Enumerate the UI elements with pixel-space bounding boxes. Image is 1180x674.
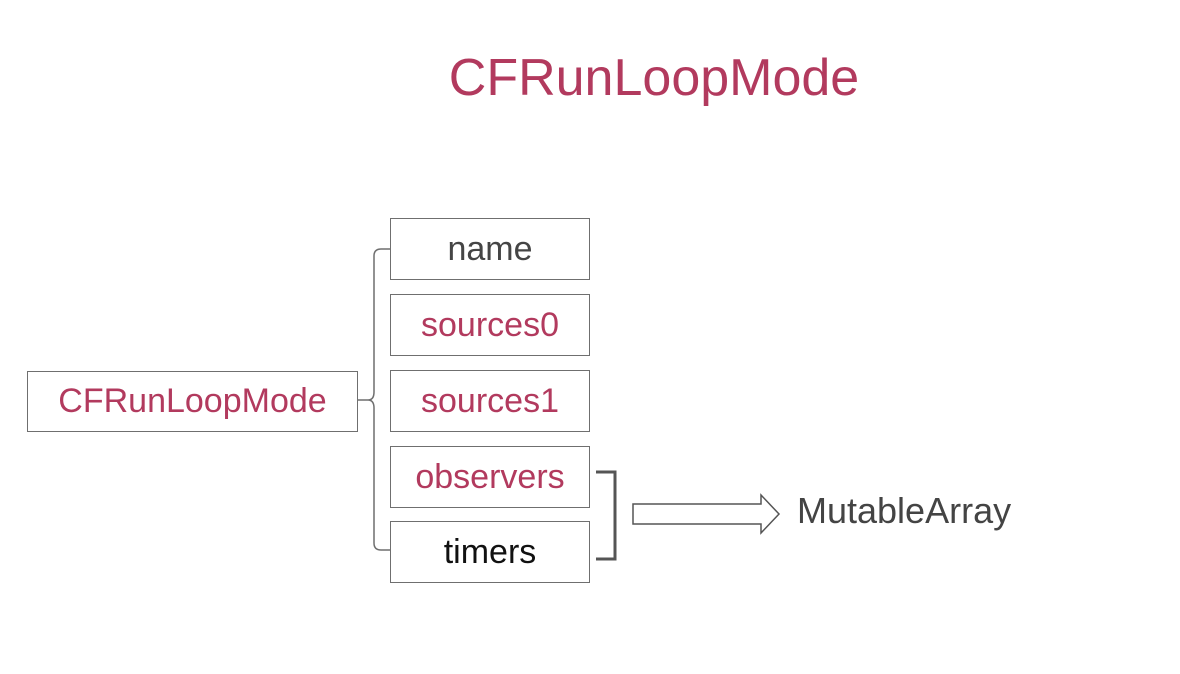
arrow-right-icon: [632, 493, 781, 535]
field-sources1-box: sources1: [390, 370, 590, 432]
root-mode-box: CFRunLoopMode: [27, 371, 358, 432]
field-name-box: name: [390, 218, 590, 280]
field-timers-box: timers: [390, 521, 590, 583]
collection-bracket: [596, 470, 617, 561]
result-label: MutableArray: [797, 490, 1012, 531]
field-group-brace: [358, 248, 390, 551]
slide-title: CFRunLoopMode: [448, 49, 860, 107]
field-observers-box: observers: [390, 446, 590, 508]
field-sources0-box: sources0: [390, 294, 590, 356]
